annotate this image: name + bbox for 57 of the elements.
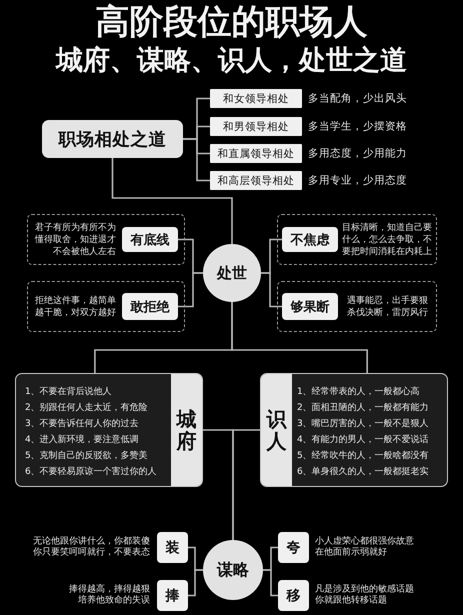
topic-box: 和高层领导相处 [210,171,302,190]
connector-line [232,429,260,540]
label-box: 夸 [278,532,309,563]
topic-box: 和女领导相处 [210,89,302,108]
label-box: 敢拒绝 [122,293,178,320]
note-text: 无论他跟你讲什么，你都装傻你只要笑呵呵就行，不要表态 [32,536,150,559]
note-text: 小人虚荣心都很强你故意在他面前示弱就好 [315,536,415,559]
connector-line [112,158,233,244]
list-item: 5、克制自己的反驳欲，多赞美 [25,450,148,463]
connector-line [188,569,203,596]
topic-box: 和男领导相处 [210,117,302,136]
list-item: 4、有能力的男人，一般不爱说话 [297,434,429,447]
list-item: 5、经常吹牛的人，一般啥都没有 [297,450,429,463]
topic-circle: 谋略 [203,540,263,600]
list-item: 1、不要在背后说他人 [25,386,112,399]
heading-box: 职场相处之道 [42,120,183,158]
list-item: 1、经常带表的人，一般都心高 [297,386,420,399]
connector-line [263,569,278,596]
note-text: 多当学生，少摆资格 [308,120,407,133]
label-box: 不焦虑 [282,227,338,252]
panel-title: 识人 [261,374,292,486]
list-item: 2、面相丑陋的人，一般都有能力 [297,402,429,415]
label-box: 够果断 [282,293,338,320]
note-text: 多当配角，少出风头 [308,92,407,105]
label-box: 移 [278,580,309,611]
topic-box: 和直属领导相处 [210,144,302,163]
connector-line [261,272,282,308]
note-text: 多用态度，少用能力 [308,147,407,160]
note-text: 凡是涉及到他的敏感话题你就跟他转移话题 [315,584,415,607]
list-panel [260,373,448,487]
note-text: 多用专业，少用态度 [308,174,407,187]
dashed-box [277,214,437,265]
list-panel [15,373,203,487]
dashed-box [277,281,437,332]
note-text: 遇事能忍，出手要狠杀伐决断，雷厉风行 [347,294,429,318]
list-item: 3、嘴巴厉害的人，一般不是狠人 [297,418,429,431]
note-text: 目标清晰，知道自己要什么，怎么去争取，不要把时间消耗在内耗上 [342,222,433,258]
connector-line [183,138,210,182]
dashed-box [27,214,185,265]
list-item: 6、不要轻易原谅一个害过你的人 [25,466,157,479]
connector-line [231,302,368,373]
label-box: 捧 [157,580,188,611]
note-text: 捧得越高，摔得越狠培养他致命的失误 [68,584,150,607]
label-box: 有底线 [122,227,178,252]
list-item: 2、别跟任何人走太近，有危险 [25,402,148,415]
dashed-box [27,281,185,332]
panel-title: 城府 [171,374,202,486]
note-text: 拒绝这件事，越简单越干脆，对双方越好 [34,294,116,318]
list-item: 3、不要告诉任何人你的过去 [25,418,139,431]
connector-line [178,272,203,308]
title: 高阶段位的职场人 [94,3,368,41]
label-box: 装 [157,532,188,563]
list-item: 6、单身很久的人，一般都挺老实 [297,466,429,479]
note-text: 君子有所为有所不为懂得取舍，知进退才不会被他人左右 [34,222,116,258]
topic-circle: 处世 [203,244,261,302]
list-item: 4、进入新环境，要注意低调 [25,434,139,447]
subtitle: 城府、谋略、识人，处世之道 [54,46,408,76]
